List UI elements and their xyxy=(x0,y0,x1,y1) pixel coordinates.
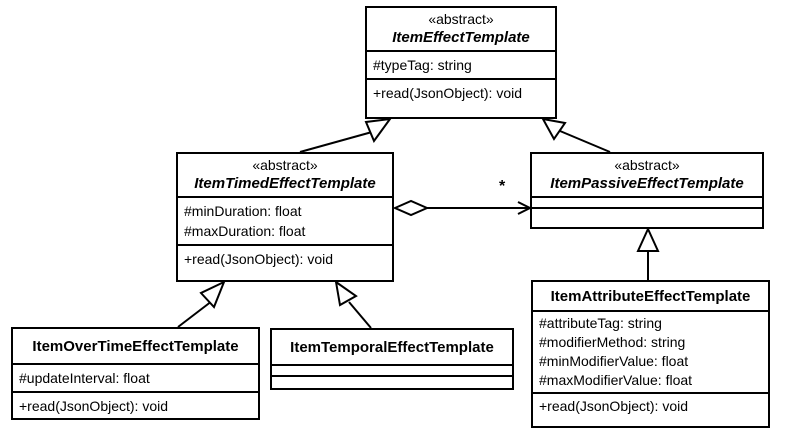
attributes-compartment: #typeTag: string xyxy=(367,52,555,80)
class-header: «abstract» ItemEffectTemplate xyxy=(367,8,555,52)
class-header: «abstract» ItemTimedEffectTemplate xyxy=(178,154,392,198)
multiplicity-label: * xyxy=(499,178,506,195)
class-name: ItemAttributeEffectTemplate xyxy=(550,288,751,305)
stereotype-label: «abstract» xyxy=(252,157,318,173)
operation: +read(JsonObject): void xyxy=(373,85,523,101)
operations-compartment xyxy=(532,209,762,218)
attribute: #maxDuration: float xyxy=(184,223,306,239)
attribute: #minDuration: float xyxy=(184,203,302,219)
class-name: ItemTemporalEffectTemplate xyxy=(290,339,494,356)
generalization-arrowhead xyxy=(541,117,567,141)
class-header: ItemOverTimeEffectTemplate xyxy=(13,329,258,365)
attribute: #modifierMethod: string xyxy=(539,334,686,350)
class-item-attribute-effect-template[interactable]: ItemAttributeEffectTemplate #attributeTa… xyxy=(531,280,770,428)
class-name: ItemEffectTemplate xyxy=(392,29,530,46)
attributes-compartment xyxy=(532,198,762,209)
class-name: ItemOverTimeEffectTemplate xyxy=(32,338,239,355)
generalization-temporal-to-timed xyxy=(348,301,372,329)
operations-compartment: +read(JsonObject): void xyxy=(367,80,555,106)
class-header: «abstract» ItemPassiveEffectTemplate xyxy=(532,154,762,198)
class-header: ItemTemporalEffectTemplate xyxy=(272,330,512,366)
class-item-over-time-effect-template[interactable]: ItemOverTimeEffectTemplate #updateInterv… xyxy=(11,327,260,420)
generalization-arrowhead xyxy=(334,279,358,307)
operation: +read(JsonObject): void xyxy=(19,398,169,414)
class-name: ItemTimedEffectTemplate xyxy=(194,175,376,192)
class-item-passive-effect-template[interactable]: «abstract» ItemPassiveEffectTemplate xyxy=(530,152,764,229)
attribute: #attributeTag: string xyxy=(539,315,662,331)
operation: +read(JsonObject): void xyxy=(184,251,334,267)
attribute: #typeTag: string xyxy=(373,57,472,73)
stereotype-label: «abstract» xyxy=(614,157,680,173)
generalization-timed-to-effect xyxy=(299,131,373,153)
generalization-arrowhead xyxy=(636,226,660,252)
generalization-overtime-to-timed xyxy=(177,300,213,328)
attributes-compartment: #attributeTag: string #modifierMethod: s… xyxy=(533,312,768,394)
class-name: ItemPassiveEffectTemplate xyxy=(550,175,744,192)
generalization-arrowhead xyxy=(364,117,393,144)
class-item-temporal-effect-template[interactable]: ItemTemporalEffectTemplate xyxy=(270,328,514,390)
operations-compartment xyxy=(272,377,512,386)
generalization-passive-to-effect xyxy=(559,130,611,153)
class-header: ItemAttributeEffectTemplate xyxy=(533,282,768,312)
attributes-compartment: #updateInterval: float xyxy=(13,365,258,393)
aggregation-diamond xyxy=(392,199,430,217)
class-item-effect-template[interactable]: «abstract» ItemEffectTemplate #typeTag: … xyxy=(365,6,557,119)
attributes-compartment xyxy=(272,366,512,377)
stereotype-label: «abstract» xyxy=(428,11,494,27)
operations-compartment: +read(JsonObject): void xyxy=(178,246,392,272)
operations-compartment: +read(JsonObject): void xyxy=(13,393,258,419)
generalization-arrowhead xyxy=(199,279,226,309)
attribute: #minModifierValue: float xyxy=(539,353,689,369)
attribute: #maxModifierValue: float xyxy=(539,372,693,388)
class-item-timed-effect-template[interactable]: «abstract» ItemTimedEffectTemplate #minD… xyxy=(176,152,394,282)
attributes-compartment: #minDuration: float #maxDuration: float xyxy=(178,198,392,246)
operation: +read(JsonObject): void xyxy=(539,398,689,414)
operations-compartment: +read(JsonObject): void xyxy=(533,394,768,418)
attribute: #updateInterval: float xyxy=(19,370,150,386)
